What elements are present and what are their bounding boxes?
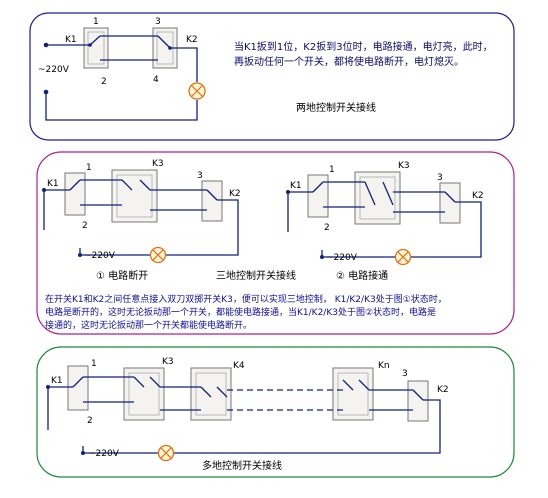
state-label-left: ① 电路断开 [96,269,148,282]
switch-k1-right [307,174,329,218]
panel-three-way-frame [36,151,515,335]
pin-1: 1 [93,17,99,27]
switch-k2-left [201,180,223,222]
panel-two-way: K1 K2 1 2 3 4 ~220V 当K1扳到1位，K2扳到3位时，电路接通… [29,12,515,141]
panel-two-way-frame [29,12,515,141]
desc-line-3: 接通的，这时无论扳动那一个开关都能使电路断开。 [45,319,252,331]
terminal-dot-return [43,89,49,95]
wire-multi-k2-out [174,399,441,454]
switch-k1-multi [67,365,89,411]
label-k1: K1 [65,35,77,45]
wire-lamp-return [45,92,198,121]
panel-multi-point-frame [36,346,515,478]
wire-left-k2-blade [206,189,218,201]
wire-k1-blade [89,35,101,46]
wire-right-k2-blade [444,191,456,203]
pin-2-left: 2 [82,221,88,231]
pin-2-multi: 2 [87,416,93,426]
caption-three-way: 三地控制开关接线 [216,269,296,282]
desc-line-1: 在开关K1和K2之间任意点接入双刀双掷开关K3，便可以实现三地控制， K1/K2… [45,293,447,305]
lamp-left-cross [152,249,164,261]
switch-k2-multi [407,380,429,422]
lamp-cross [191,85,203,97]
label-k2-right: K2 [472,191,484,201]
wire-right-k2-out [411,201,482,258]
note-line-2: 再扳动任何一个开关，都将使电路断开，电灯熄灭。 [234,55,464,68]
pin-3-left: 3 [197,171,203,181]
label-k4-multi: K4 [233,361,245,371]
label-k3-multi: K3 [162,357,174,367]
lamp-right-cross [397,251,409,263]
circuit-state-1: K1 K2 K3 1 2 3 ~220V ① 电路断开 [42,159,241,282]
switch-k3-multi [123,367,165,421]
voltage-left: ~220V [84,251,116,261]
label-k1-multi: K1 [51,376,63,386]
switch-k3-multi-inner [128,372,160,416]
label-k1-left: K1 [47,179,59,189]
switch-k4-multi-inner [195,372,227,416]
switch-kn-multi [332,367,374,421]
wire-right-k3-blades [364,181,394,206]
wire-right-k1-blade [312,181,324,193]
pin-1-left: 1 [86,163,92,173]
voltage-label: ~220V [38,65,70,75]
label-k2-multi: K2 [437,385,449,395]
terminal-dot-k1 [88,43,92,47]
label-kn-multi: Kn [378,361,390,371]
voltage-multi: ~220V [88,449,120,459]
switch-k3-right [354,171,401,225]
pin-1-multi: 1 [91,359,97,369]
terminal-dot-multi-ret [81,451,85,455]
wire-k2-blade [157,35,171,49]
terminal-dot-multi-in [46,385,50,389]
state-label-right: ② 电路接通 [336,269,388,282]
label-k2: K2 [186,35,198,45]
label-k3-left: K3 [152,159,164,169]
wire-left-k1-blade [69,179,81,191]
switch-k2-right [439,182,461,224]
switch-k3-left [111,169,158,223]
caption-two-way: 两地控制开关接线 [296,101,376,114]
switch-k4-multi [190,367,232,421]
terminal-dot-left-in [42,188,46,192]
terminal-dot-right-ret [320,255,324,259]
panel-three-way: K1 K2 K3 1 2 3 ~220V ① 电路断开 [36,151,515,335]
pin-3: 3 [155,17,161,27]
desc-line-2: 电路是断开的，这时无论扳动那一个开关，都能使电路接通，当K1/K2/K3处于图②… [45,306,436,318]
terminal-dot-left-ret [78,253,82,257]
label-k2-left: K2 [229,189,241,199]
circuit-state-2: K1 K2 K3 1 2 3 ~220V ② 电路接通 [286,161,484,282]
note-line-1: 当K1扳到1位，K2扳到3位时，电路接通，电灯亮，此时， [234,40,493,53]
pin-2-right: 2 [324,223,330,233]
wire-left-k2-out [166,199,239,256]
panel-multi-point: K1 K3 K4 Kn K2 1 2 3 ~220V 多地控制开关接线 [36,346,515,478]
label-k3-right: K3 [398,161,410,171]
wire-k2-to-lamp [170,47,198,82]
lamp-multi-cross [160,447,172,459]
terminal-dot-input [43,42,49,48]
wire-multi-k2-blade [412,389,424,401]
switch-kn-multi-inner [337,372,369,416]
wire-multi-k1-blade [72,376,84,388]
terminal-dot-right-in [286,190,290,194]
switch-k1-left [64,172,86,216]
voltage-right: ~220V [326,253,358,263]
pin-4: 4 [153,75,159,85]
pin-3-multi: 3 [402,369,408,379]
pin-1-right: 1 [329,165,335,175]
switch-k3-right-inner [359,176,396,220]
wire-multi-k3-blades [133,376,161,388]
switch-k1-body [83,27,109,69]
wire-left-k3-blades [121,179,151,191]
wire-multi-k4-blades [200,386,228,398]
wire-multi-kn-blades [342,379,370,391]
pin-2: 2 [101,77,107,87]
terminal-dot-k2 [168,46,172,50]
switch-k1-inner [87,31,105,65]
caption-multi-point: 多地控制开关接线 [202,459,282,472]
pin-3-right: 3 [437,173,443,183]
label-k1-right: K1 [290,181,302,191]
switch-k3-left-inner [116,174,153,218]
